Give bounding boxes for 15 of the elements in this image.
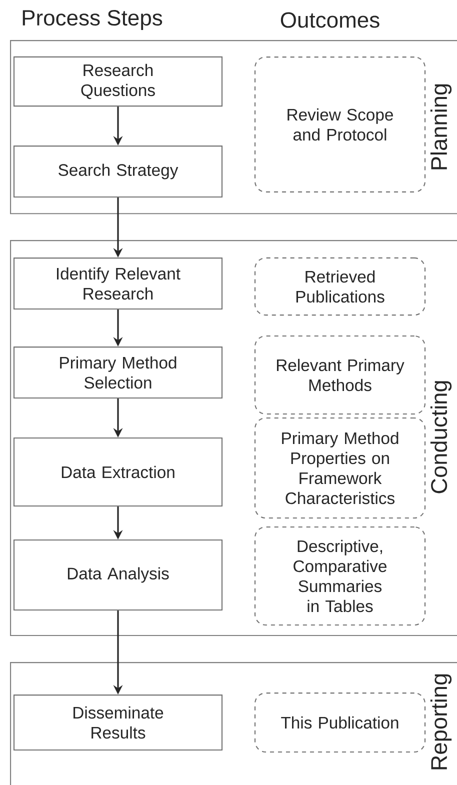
outcome-box: This Publication: [254, 692, 426, 752]
outcome-box: Retrieved Publications: [254, 257, 426, 316]
outcome-box: Primary Method Properties on Framework Characteristics: [254, 417, 426, 519]
column-header: Process Steps: [22, 10, 162, 30]
process-box: Research Questions: [13, 56, 223, 107]
column-header: Outcomes: [280, 12, 380, 28]
outcome-box: Descriptive, Comparative Summaries in Tables: [254, 526, 426, 626]
process-box: Data Extraction: [13, 437, 223, 507]
process-box: Identify Relevant Research: [13, 258, 223, 310]
process-box: Disseminate Results: [13, 694, 223, 750]
outcome-box: Review Scope and Protocol: [254, 56, 426, 192]
process-box: Search Strategy: [13, 146, 223, 198]
process-box: Data Analysis: [13, 539, 223, 611]
outcome-box: Relevant Primary Methods: [254, 335, 426, 415]
process-box: Primary Method Selection: [13, 346, 223, 398]
